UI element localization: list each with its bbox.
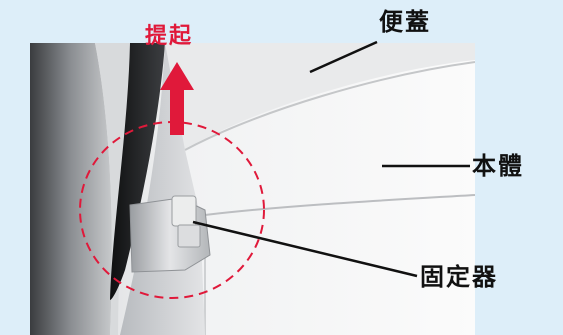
lift-arrow-icon	[160, 62, 194, 135]
fixer-leader-line	[192, 220, 418, 278]
fixer-label: 固定器	[420, 263, 498, 291]
cover-label: 便蓋	[379, 8, 431, 36]
lift-label: 提起	[145, 24, 194, 49]
photo-area	[30, 43, 475, 335]
body-label: 本體	[472, 152, 524, 180]
cover-leader-line	[309, 40, 378, 74]
